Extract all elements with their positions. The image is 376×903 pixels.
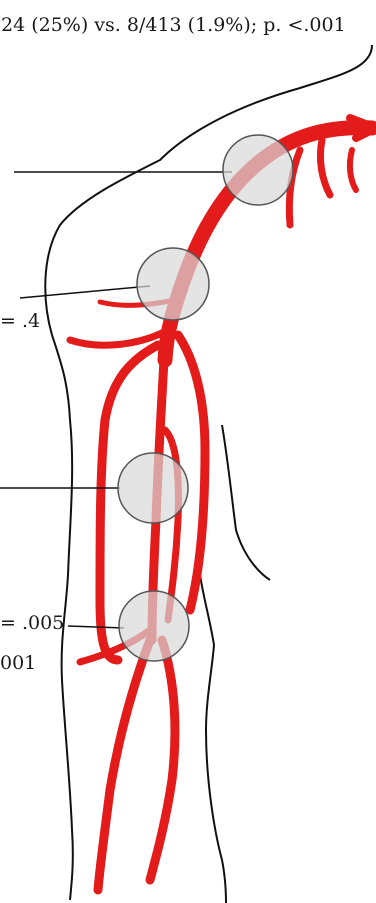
wrist-p-value: = .005 xyxy=(0,614,64,633)
artery-lower-right xyxy=(150,640,175,880)
marker-elbow xyxy=(137,248,209,320)
arterial-tree xyxy=(70,118,376,890)
wrist-p-value-secondary: 001 xyxy=(0,654,36,673)
injury-markers xyxy=(118,135,293,661)
outline-inner-upper xyxy=(222,425,270,580)
marker-wrist xyxy=(119,591,189,661)
top-statistic-label: 24 (25%) vs. 8/413 (1.9%); p. <.001 xyxy=(1,16,346,35)
artery-lower-left xyxy=(98,640,150,890)
pointer-wrist xyxy=(68,626,124,628)
outline-inner-lower xyxy=(200,575,226,903)
artery-branch-shoulder-2 xyxy=(320,140,330,195)
marker-forearm xyxy=(118,453,188,523)
elbow-p-value: = .4 xyxy=(0,312,40,331)
marker-shoulder xyxy=(223,135,293,205)
pointer-elbow xyxy=(20,286,150,298)
artery-branch-shoulder-3 xyxy=(350,150,356,190)
